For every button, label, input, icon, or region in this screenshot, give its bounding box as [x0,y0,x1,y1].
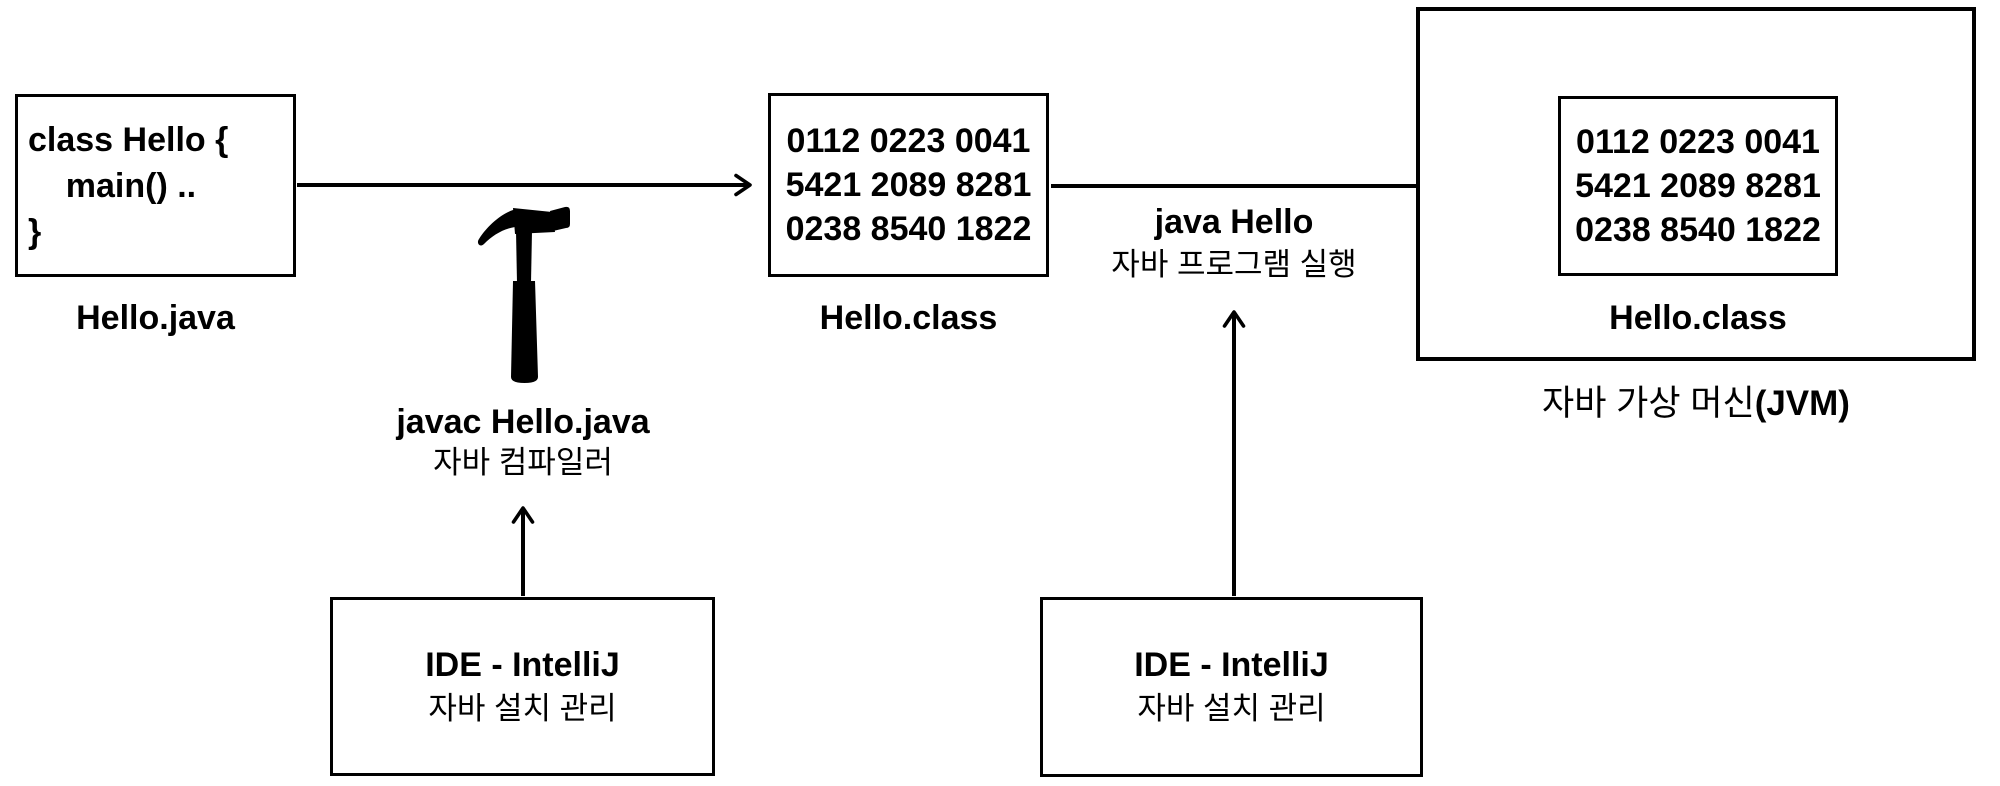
java-compiler-label: 자바 컴파일러 [433,445,613,480]
java-command-label: java Hello [1154,203,1314,241]
jvm-bytecode-box: 0112 0223 0041 5421 2089 8281 0238 8540 … [1558,96,1838,276]
java-run-label: 자바 프로그램 실행 [1111,247,1357,282]
jvm-label: 자바 가상 머신(JVM) [1416,384,1976,424]
ide-run-subtitle: 자바 설치 관리 [1137,691,1326,726]
hammer-icon [477,206,570,383]
bytecode-line: 5421 2089 8281 [1575,167,1821,205]
source-code-line: } [28,213,42,251]
source-code-line: class Hello { [28,121,229,159]
ide-run-box: IDE - IntelliJ 자바 설치 관리 [1040,597,1423,777]
jvm-hello-class-label: Hello.class [1609,299,1787,337]
ide-compile-title: IDE - IntelliJ [425,645,620,684]
bytecode-box: 0112 0223 0041 5421 2089 8281 0238 8540 … [768,93,1049,277]
bytecode-line: 0112 0223 0041 [786,122,1031,160]
javac-command-label: javac Hello.java [396,403,650,441]
bytecode-line: 0238 8540 1822 [1575,211,1821,249]
ide-run-title: IDE - IntelliJ [1134,646,1329,684]
ide-compile-box: IDE - IntelliJ 자바 설치 관리 [330,597,715,776]
hello-class-label: Hello.class [819,299,998,337]
source-code-line: main() .. [28,167,197,205]
ide-compile-subtitle: 자바 설치 관리 [428,690,617,726]
bytecode-line: 5421 2089 8281 [785,166,1032,204]
bytecode-line: 0112 0223 0041 [1576,123,1820,161]
jvm-label-acronym: (JVM) [1754,384,1850,423]
jvm-label-korean: 자바 가상 머신 [1542,384,1755,423]
bytecode-line: 0238 8540 1822 [785,210,1032,248]
hello-java-label: Hello.java [76,299,235,337]
source-code-box: class Hello { main() .. } [15,94,296,277]
